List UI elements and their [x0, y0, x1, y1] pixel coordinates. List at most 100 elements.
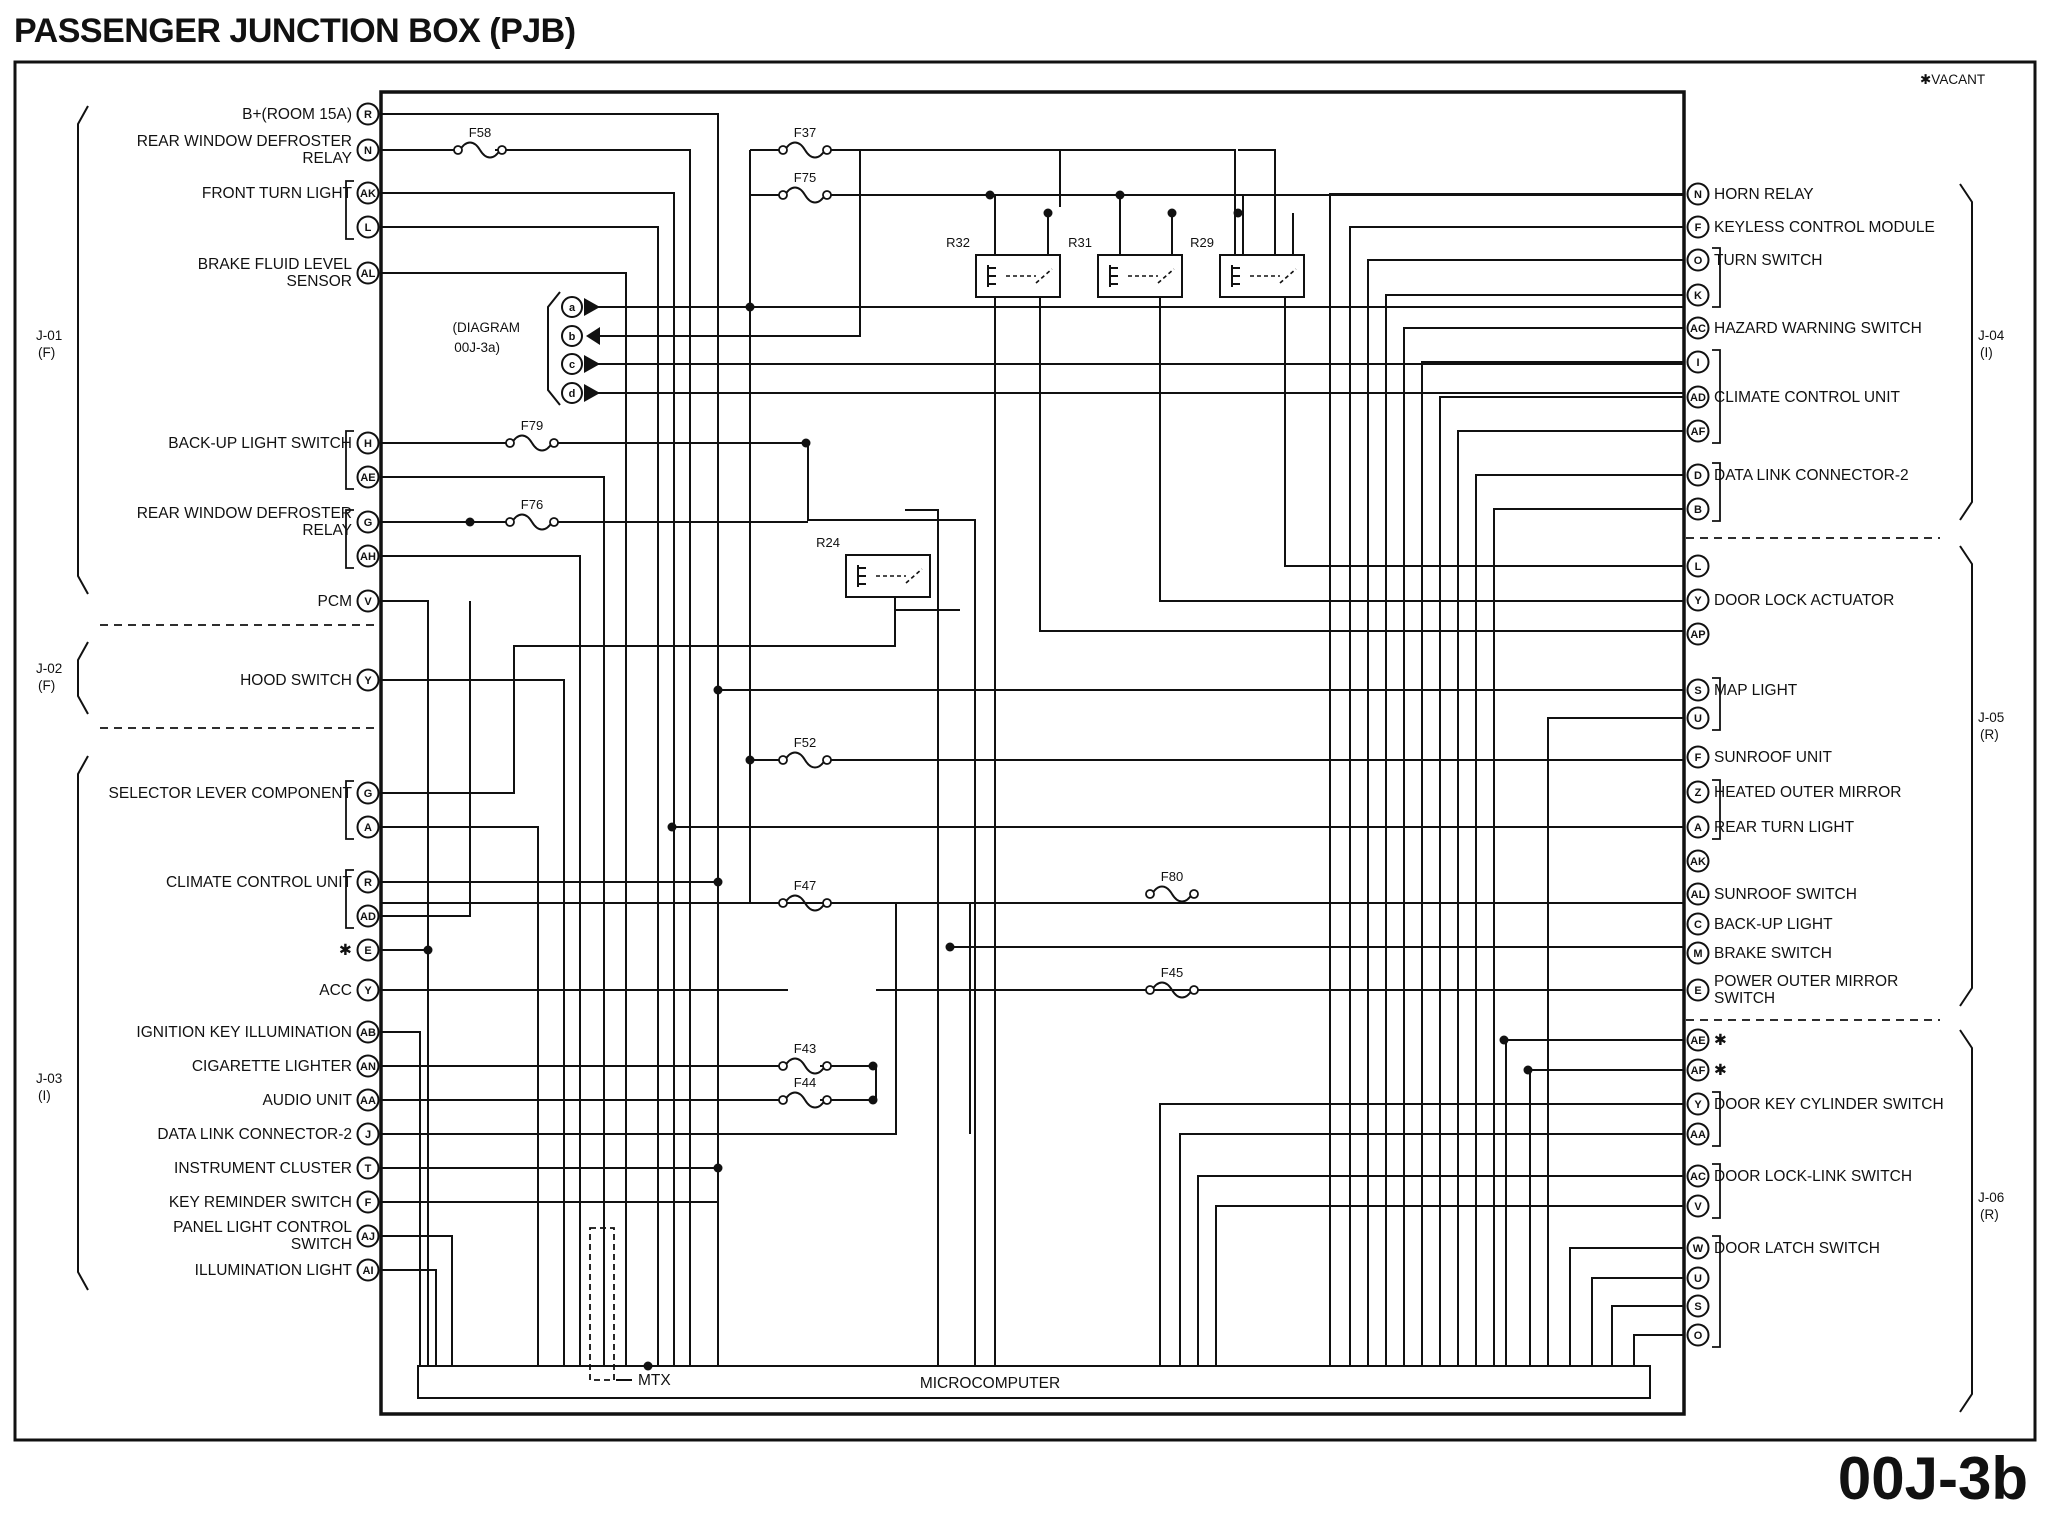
pin-letter: Y — [1694, 1099, 1702, 1111]
pin-letter: C — [1694, 919, 1702, 931]
pin-circle — [1686, 1236, 1710, 1260]
relay-r32: R32 — [946, 235, 1061, 298]
fuse-symbol — [1151, 981, 1193, 999]
pin-circle — [1686, 912, 1710, 936]
pin-circle — [1686, 882, 1710, 906]
left-pin-22: T — [356, 1156, 380, 1180]
right-label-21: BACK-UP LIGHT — [1714, 916, 1833, 933]
pin-letter: G — [364, 788, 373, 800]
right-group-name-1: J-04 — [1978, 328, 2005, 343]
pin-letter: L — [365, 222, 372, 234]
left-pin-19: AN — [356, 1054, 380, 1078]
relay-r24: R24 — [816, 535, 931, 598]
wire-59 — [1039, 295, 1684, 632]
right-label-22: BRAKE SWITCH — [1714, 945, 1832, 962]
junction-dot-18 — [713, 1163, 723, 1173]
left-pin-8: G — [356, 510, 380, 534]
pin-letter: L — [1695, 561, 1702, 573]
pin-circle — [356, 431, 380, 455]
wire-81 — [1179, 1133, 1684, 1366]
left-label-2b: RELAY — [302, 150, 352, 167]
fuse-symbol — [784, 1091, 826, 1109]
mtx-box — [589, 1227, 615, 1381]
mtx-label: MTX — [638, 1372, 671, 1389]
right-pin-32: S — [1686, 1294, 1710, 1318]
right-group-name-2: J-05 — [1978, 710, 2004, 725]
right-label-12: DOOR LOCK ACTUATOR — [1714, 592, 1894, 609]
wire-14 — [381, 679, 565, 1366]
connector-arrow — [584, 355, 600, 373]
fuse-f45: F45 — [1145, 965, 1199, 999]
right-group-side-3: (R) — [1980, 1207, 1999, 1222]
pin-letter: B — [1694, 504, 1702, 516]
wire-69 — [1367, 259, 1684, 1366]
left-label-22: INSTRUMENT CLUSTER — [174, 1160, 352, 1177]
pin-letter: J — [365, 1129, 371, 1141]
junction-dot-15 — [945, 942, 955, 952]
pjb-box — [379, 90, 1686, 1416]
left-label-8a: REAR WINDOW DEFROSTER — [137, 505, 352, 522]
connector-arrow — [586, 327, 600, 345]
pin-circle — [356, 815, 380, 839]
relay-coil — [857, 565, 866, 587]
pin-circle — [1686, 554, 1710, 578]
fuse-terminal — [497, 145, 507, 155]
wire-73 — [1439, 396, 1684, 1366]
fuse-terminal — [778, 1061, 788, 1071]
left-group-bracket-3 — [77, 755, 89, 1291]
pin-circle — [1686, 1058, 1710, 1082]
wire-3 — [495, 149, 691, 1366]
fuse-label: F76 — [521, 497, 543, 512]
junction-dot-13 — [643, 1361, 653, 1371]
wire-8 — [550, 442, 976, 1366]
left-group-name-3: J-03 — [36, 1071, 62, 1086]
left-pin-11: Y — [356, 668, 380, 692]
right-pin-33: O — [1686, 1323, 1710, 1347]
pin-circle — [1686, 622, 1710, 646]
right-pin-3: O — [1686, 248, 1710, 272]
connector-arrow — [584, 384, 600, 402]
right-label-28: DOOR LOCK-LINK SWITCH — [1714, 1168, 1912, 1185]
pin-circle — [356, 138, 380, 162]
wire-9 — [381, 476, 605, 1366]
right-group-bracket-2 — [1959, 545, 1973, 1007]
right-pin-bracket-4 — [1712, 677, 1721, 731]
fuse-terminal — [1145, 985, 1155, 995]
right-label-18: REAR TURN LIGHT — [1714, 819, 1855, 836]
right-pin-23: E — [1686, 978, 1710, 1002]
pin-circle — [356, 1190, 380, 1214]
relay-coil — [1231, 265, 1240, 287]
pin-circle — [356, 978, 380, 1002]
fuse-label: F44 — [794, 1075, 816, 1090]
fuse-f37: F37 — [778, 125, 832, 159]
left-pin-23: F — [356, 1190, 380, 1214]
relay-coil — [987, 265, 996, 287]
right-pin-13: AP — [1686, 622, 1710, 646]
fuse-label: F45 — [1161, 965, 1183, 980]
right-label-1: HORN RELAY — [1714, 186, 1814, 203]
left-group-side-3: (I) — [38, 1088, 51, 1103]
pin-circle — [356, 668, 380, 692]
pin-circle — [1686, 1092, 1710, 1116]
wire-32 — [590, 149, 1061, 337]
wire-5 — [381, 226, 659, 1366]
junction-dot-7 — [801, 438, 811, 448]
wire-77 — [1547, 717, 1684, 1366]
relay-r31: R31 — [1068, 235, 1183, 298]
right-pin-bracket-8 — [1712, 1235, 1721, 1348]
right-pin-bracket-1 — [1712, 247, 1721, 308]
left-label-24b: SWITCH — [291, 1236, 352, 1253]
junction-dot-12 — [745, 755, 755, 765]
wire-76 — [1493, 508, 1684, 1366]
left-group-name-1: J-01 — [36, 328, 62, 343]
pin-circle — [356, 181, 380, 205]
left-label-19: CIGARETTE LIGHTER — [192, 1058, 352, 1075]
wire-19 — [381, 601, 429, 951]
fuse-label: F47 — [794, 878, 816, 893]
fuse-symbol — [784, 186, 826, 204]
fuse-terminal — [778, 898, 788, 908]
right-label-25: ✱ — [1714, 1062, 1727, 1079]
fuse-terminal — [453, 145, 463, 155]
right-label-7: CLIMATE CONTROL UNIT — [1714, 389, 1901, 406]
junction-dot-11 — [713, 877, 723, 887]
